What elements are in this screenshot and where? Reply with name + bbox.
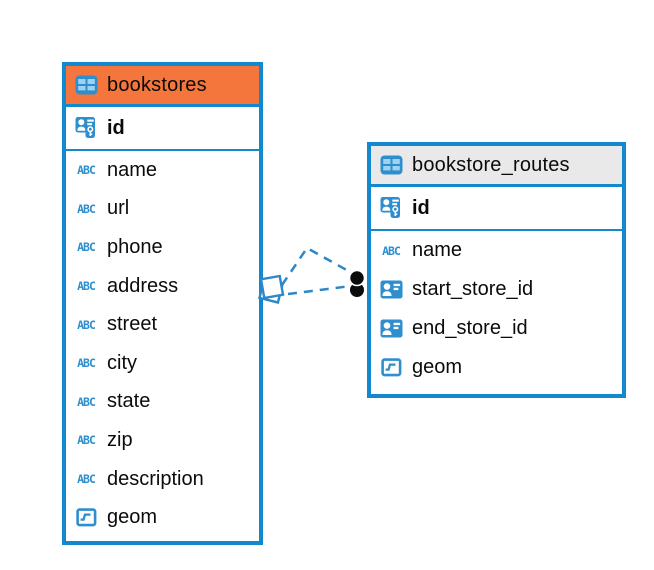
- primary-key-icon: [74, 116, 98, 140]
- column-row-description[interactable]: ABC description: [66, 460, 259, 499]
- column-row-geom[interactable]: geom: [66, 498, 259, 537]
- column-name: zip: [107, 428, 133, 451]
- foreign-key-icon: [379, 317, 403, 341]
- text-icon: ABC: [77, 279, 96, 294]
- column-row-street[interactable]: ABC street: [66, 305, 259, 344]
- column-name: city: [107, 351, 137, 374]
- column-name: id: [107, 116, 125, 139]
- column-name: url: [107, 197, 130, 220]
- column-row-id[interactable]: id: [66, 107, 259, 151]
- geometry-icon: [379, 356, 403, 380]
- primary-key-icon: [379, 196, 403, 220]
- column-name: start_store_id: [412, 278, 534, 300]
- table-icon: [379, 154, 403, 176]
- column-row-state[interactable]: ABC state: [66, 383, 259, 422]
- column-name: phone: [107, 235, 163, 258]
- column-name: name: [107, 158, 158, 181]
- column-row-url[interactable]: ABC url: [66, 190, 259, 229]
- column-row-start_store_id[interactable]: start_store_id: [371, 270, 622, 309]
- text-icon: ABC: [77, 240, 96, 255]
- column-row-phone[interactable]: ABC phone: [66, 228, 259, 267]
- column-name: geom: [107, 506, 158, 529]
- column-name: address: [107, 274, 179, 297]
- relationship-connector[interactable]: [248, 238, 378, 318]
- text-icon: ABC: [77, 472, 96, 487]
- column-row-name[interactable]: ABC name: [66, 151, 259, 190]
- foreign-key-icon: [379, 278, 403, 302]
- table-icon: [74, 74, 98, 96]
- geometry-icon: [74, 506, 98, 530]
- many-endpoint-icon: [258, 274, 285, 304]
- text-icon: ABC: [77, 163, 96, 178]
- one-endpoint-dots: [348, 269, 366, 297]
- column-name: street: [107, 313, 158, 336]
- column-name: name: [412, 239, 463, 261]
- text-icon: ABC: [77, 356, 96, 371]
- text-icon: ABC: [77, 433, 96, 448]
- column-name: id: [412, 196, 430, 219]
- table-title: bookstores: [107, 73, 207, 96]
- column-row-name[interactable]: ABC name: [371, 231, 622, 270]
- table-title: bookstore_routes: [412, 153, 570, 176]
- text-icon: ABC: [382, 243, 401, 258]
- column-name: state: [107, 390, 151, 413]
- column-name: end_store_id: [412, 317, 528, 339]
- text-icon: ABC: [77, 394, 96, 409]
- column-row-end_store_id[interactable]: end_store_id: [371, 309, 622, 348]
- relationship-line-2[interactable]: [287, 284, 352, 296]
- column-row-id[interactable]: id: [371, 187, 622, 231]
- column-row-geom[interactable]: geom: [371, 348, 622, 387]
- table-header[interactable]: bookstore_routes: [371, 146, 622, 187]
- column-row-city[interactable]: ABC city: [66, 344, 259, 383]
- column-row-zip[interactable]: ABC zip: [66, 421, 259, 460]
- column-row-address[interactable]: ABC address: [66, 267, 259, 306]
- text-icon: ABC: [77, 201, 96, 216]
- column-name: description: [107, 467, 204, 490]
- column-name: geom: [412, 356, 463, 378]
- relationship-line-1[interactable]: [280, 246, 353, 286]
- text-icon: ABC: [77, 317, 96, 332]
- table-header[interactable]: bookstores: [66, 66, 259, 107]
